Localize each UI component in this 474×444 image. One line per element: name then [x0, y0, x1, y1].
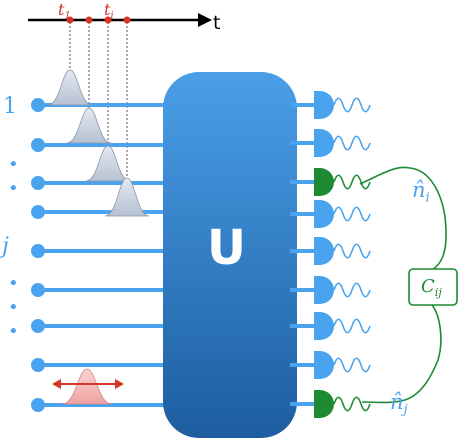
time-marker	[66, 16, 74, 24]
photon-wave	[333, 282, 371, 298]
mode-label-1: 1	[3, 94, 17, 119]
input-pulses	[47, 69, 150, 405]
double-arrow-icon	[52, 379, 124, 389]
mode-source-dot	[31, 138, 45, 152]
detector	[314, 276, 334, 304]
mode-source-dot	[31, 319, 45, 333]
photon-wave	[333, 206, 371, 222]
detector	[314, 312, 334, 340]
detector	[314, 200, 334, 228]
gaussian-pulse	[104, 177, 150, 217]
input-modes	[31, 98, 170, 412]
gaussian-pulse	[85, 145, 131, 182]
detector-clicked	[314, 168, 334, 196]
photon-wave	[333, 135, 371, 151]
detector	[314, 129, 334, 157]
correlator-box	[408, 268, 458, 306]
mode-source-dot	[31, 98, 45, 112]
time-markers	[66, 16, 131, 24]
photon-wave	[333, 396, 371, 412]
detectors	[290, 91, 371, 418]
photon-wave	[333, 97, 371, 113]
time-axis-label: t	[213, 12, 221, 34]
mode-label-j: j	[2, 234, 9, 259]
mode-source-dot	[31, 398, 45, 412]
unitary-box	[163, 72, 297, 438]
observable-n-i: n̂i	[412, 178, 430, 206]
observable-n-j: n̂j	[390, 390, 408, 418]
ellipsis-dots-upper: ••	[8, 154, 19, 199]
time-marker	[123, 16, 131, 24]
time-axis	[28, 13, 212, 27]
photon-wave	[333, 318, 371, 334]
unitary-label: U	[207, 220, 246, 276]
detector	[314, 91, 334, 119]
photon-wave	[333, 174, 371, 190]
photon-wave	[333, 243, 371, 259]
correlator-label: Cij	[421, 276, 442, 299]
mode-source-dot	[31, 205, 45, 219]
red-gaussian-pulse	[61, 368, 113, 405]
mode-source-dot	[31, 244, 45, 258]
detector	[314, 351, 334, 379]
mode-source-dot	[31, 283, 45, 297]
time-marker	[85, 16, 93, 24]
ellipsis-dots-lower: •••	[8, 273, 19, 342]
photon-wave	[333, 357, 371, 373]
mode-source-dot	[31, 358, 45, 372]
time-label-ti: ti	[104, 0, 114, 22]
time-label-t1: t1	[58, 0, 71, 22]
detector	[314, 237, 334, 265]
time-marker	[104, 16, 112, 24]
correlation-link	[359, 166, 458, 404]
detector-clicked	[314, 390, 334, 418]
mode-source-dot	[31, 176, 45, 190]
gaussian-pulse	[66, 107, 112, 144]
gaussian-pulse	[47, 69, 93, 106]
